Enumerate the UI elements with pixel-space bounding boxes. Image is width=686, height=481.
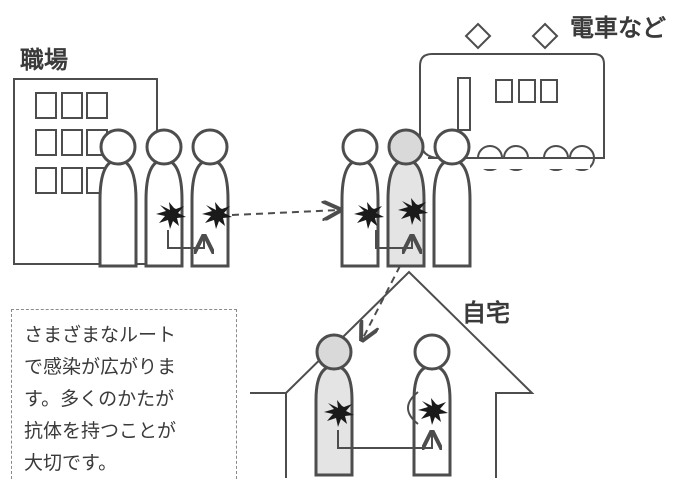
note-text: さまざまなルート で感染が広がりま す。多くのかたが 抗体を持つことが 大切です… [24,319,236,479]
note-line: す。多くのかたが [24,388,175,410]
workplace-person-3 [190,128,230,268]
note-box: さまざまなルート で感染が広がりま す。多くのかたが 抗体を持つことが 大切です… [11,309,237,479]
train-person-1 [340,128,380,268]
workplace-person-2 [144,128,184,268]
workplace-label: 職場 [20,46,68,74]
home-label: 自宅 [462,299,510,327]
house-icon [250,270,535,478]
note-line: 抗体を持つことが [24,420,177,442]
home-person-1-infected [314,333,354,477]
note-line: さまざまなルート [24,324,177,346]
train-icon [419,22,605,171]
workplace-person-1 [98,128,138,268]
train-person-3 [432,128,472,268]
transmission-arrows [167,210,432,448]
virus-icon [156,198,448,427]
train-person-2-infected [386,128,426,268]
note-line: で感染が広がりま [24,356,177,378]
train-label: 電車など [570,14,666,42]
note-line: 大切です。 [24,452,118,474]
